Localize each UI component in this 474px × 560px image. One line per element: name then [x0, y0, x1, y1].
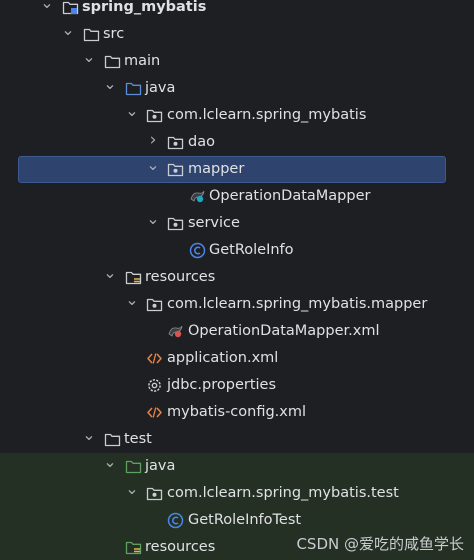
chevron-down-icon[interactable]: ⌄ [40, 0, 54, 12]
tree-row[interactable]: ⌄ spring_mybatis [0, 0, 474, 21]
tree-row-label: application.xml [167, 350, 279, 366]
tree-row[interactable]: application.xml [0, 345, 474, 372]
tree-row[interactable]: ⌄ java [0, 453, 474, 480]
tree-row-label: java [145, 80, 176, 96]
resources-folder-icon [125, 269, 142, 286]
tree-row[interactable]: GetRoleInfoTest [0, 507, 474, 534]
tree-row-label: com.lclearn.spring_mybatis [167, 107, 367, 123]
package-icon [167, 215, 184, 232]
xml-file-icon [146, 350, 163, 367]
tree-row-label: GetRoleInfo [209, 242, 294, 258]
tree-row-label: dao [188, 134, 215, 150]
tree-row[interactable]: OperationDataMapper [0, 183, 474, 210]
tree-row[interactable]: mybatis-config.xml [0, 399, 474, 426]
package-icon [146, 296, 163, 313]
tree-row[interactable]: resources [0, 534, 474, 560]
csdn-watermark: CSDN @爱吃的咸鱼学长 [296, 535, 464, 553]
package-icon [146, 107, 163, 124]
selection-highlight [18, 156, 446, 183]
tree-row[interactable]: ⌄ java [0, 75, 474, 102]
properties-file-icon [146, 377, 163, 394]
tree-row-label: jdbc.properties [167, 377, 277, 393]
tree-row[interactable]: ⌄ com.lclearn.spring_mybatis.test [0, 480, 474, 507]
chevron-right-icon[interactable]: › [149, 130, 157, 150]
folder-icon [104, 53, 121, 70]
tree-row-label: GetRoleInfoTest [188, 512, 302, 528]
tree-row[interactable]: ⌄ mapper [0, 156, 474, 183]
chevron-down-icon[interactable]: ⌄ [61, 20, 75, 39]
xml-file-icon [146, 404, 163, 421]
test-resources-folder-icon [125, 539, 142, 556]
test-source-root-folder-icon [125, 458, 142, 475]
tree-row[interactable]: ⌄ com.lclearn.spring_mybatis.mapper [0, 291, 474, 318]
chevron-down-icon[interactable]: ⌄ [125, 290, 139, 309]
tree-row[interactable]: ⌄ resources [0, 264, 474, 291]
chevron-down-icon[interactable]: ⌄ [82, 47, 96, 66]
package-icon [167, 161, 184, 178]
tree-row-label: com.lclearn.spring_mybatis.mapper [167, 296, 428, 312]
tree-row-label: src [103, 26, 125, 42]
chevron-down-icon[interactable]: ⌄ [146, 155, 160, 174]
tree-row[interactable]: ⌄ src [0, 21, 474, 48]
tree-row-label: resources [145, 269, 216, 285]
tree-row[interactable]: ⌄ test [0, 426, 474, 453]
chevron-down-icon[interactable]: ⌄ [125, 101, 139, 120]
tree-row-label: OperationDataMapper.xml [188, 323, 380, 339]
chevron-down-icon[interactable]: ⌄ [82, 425, 96, 444]
folder-icon [83, 26, 100, 43]
tree-row-label: service [188, 215, 240, 231]
tree-row-label: test [124, 431, 152, 447]
source-root-folder-icon [125, 80, 142, 97]
tree-row[interactable]: ⌄ service [0, 210, 474, 237]
mybatis-xml-icon [167, 323, 184, 340]
tree-row-label: resources [145, 539, 216, 555]
tree-row[interactable]: ⌄ main [0, 48, 474, 75]
chevron-down-icon[interactable]: ⌄ [125, 479, 139, 498]
mybatis-interface-icon [189, 188, 206, 205]
chevron-down-icon[interactable]: ⌄ [103, 74, 117, 93]
tree-row[interactable]: jdbc.properties [0, 372, 474, 399]
tree-row-label: main [124, 53, 161, 69]
chevron-down-icon[interactable]: ⌄ [103, 452, 117, 471]
tree-row-label: mybatis-config.xml [167, 404, 307, 420]
chevron-down-icon[interactable]: ⌄ [103, 263, 117, 282]
java-class-icon [189, 242, 206, 259]
tree-row-label: mapper [188, 161, 245, 177]
tree-row[interactable]: ⌄ com.lclearn.spring_mybatis [0, 102, 474, 129]
chevron-down-icon[interactable]: ⌄ [146, 209, 160, 228]
tree-row-label: java [145, 458, 176, 474]
module-folder-icon [62, 0, 79, 16]
package-icon [167, 134, 184, 151]
tree-row-label: OperationDataMapper [209, 188, 371, 204]
tree-row[interactable]: GetRoleInfo [0, 237, 474, 264]
tree-row[interactable]: › dao [0, 129, 474, 156]
tree-row-label: com.lclearn.spring_mybatis.test [167, 485, 399, 501]
tree-row[interactable]: OperationDataMapper.xml [0, 318, 474, 345]
folder-icon [104, 431, 121, 448]
tree-row-label: spring_mybatis [82, 0, 207, 15]
java-class-icon [167, 512, 184, 529]
package-icon [146, 485, 163, 502]
